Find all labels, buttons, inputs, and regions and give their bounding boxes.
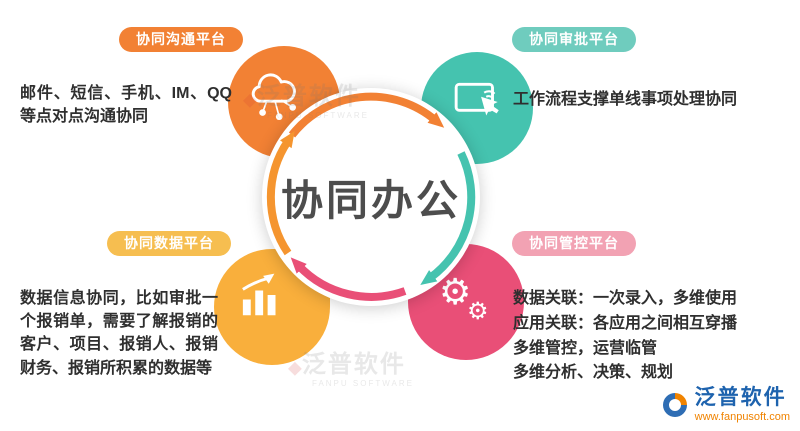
badge-communication-platform: 协同沟通平台: [119, 27, 243, 52]
fanpu-logo: 泛普软件 www.fanpusoft.com: [661, 387, 790, 423]
center-circle: 协同办公: [262, 88, 480, 306]
desc-control-line-3: 多维管控，运营临管: [513, 339, 658, 357]
desc-control-line-4: 多维分析、决策、规划: [513, 364, 674, 382]
logo-url: www.fanpusoft.com: [694, 411, 790, 423]
desc-data: 数据信息协同，比如审批一个报销单，需要了解报销的客户、项目、报销人、报销财务、报…: [20, 290, 218, 377]
bar-chart-icon: [242, 273, 276, 316]
gear-small-icon: ⚙: [467, 297, 489, 325]
watermark-text: 泛普软件: [301, 351, 406, 378]
diagram-title: 协同办公: [280, 176, 461, 224]
desc-control: 数据关联：一次录入，多维使用 应用关联：各应用之间相互穿播 多维管控，运营临管 …: [513, 287, 795, 386]
logo-name: 泛普软件: [694, 386, 787, 409]
touch-approval-icon: [454, 82, 499, 116]
desc-control-line-1: 数据关联：一次录入，多维使用: [513, 290, 738, 307]
badge-control-platform: 协同管控平台: [512, 231, 636, 256]
cloud-network-icon: [251, 73, 297, 121]
badge-data-platform: 协同数据平台: [107, 231, 231, 256]
badge-approval-platform: 协同审批平台: [512, 27, 636, 52]
watermark-subtext: FANPU SOFTWARE: [312, 379, 414, 388]
petal-data: [214, 249, 330, 365]
desc-communication: 邮件、短信、手机、IM、QQ等点对点沟通协同: [20, 85, 232, 126]
logo-text-block: 泛普软件 www.fanpusoft.com: [695, 387, 790, 423]
gears-icon: ⚙ ⚙: [439, 275, 497, 333]
desc-approval: 工作流程支撑单线事项处理协同: [513, 91, 738, 108]
fanpu-logo-icon: [662, 393, 687, 417]
desc-control-line-2: 应用关联：各应用之间相互穿播: [513, 314, 738, 332]
